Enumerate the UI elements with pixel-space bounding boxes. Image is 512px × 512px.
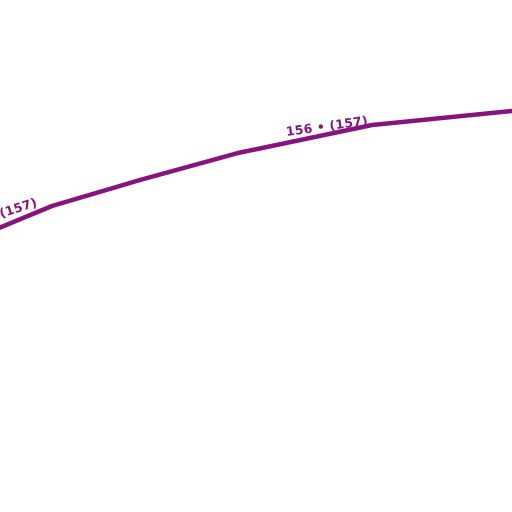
route-156-157-line[interactable] bbox=[0, 108, 512, 230]
route-label-left: (157) bbox=[0, 194, 39, 220]
